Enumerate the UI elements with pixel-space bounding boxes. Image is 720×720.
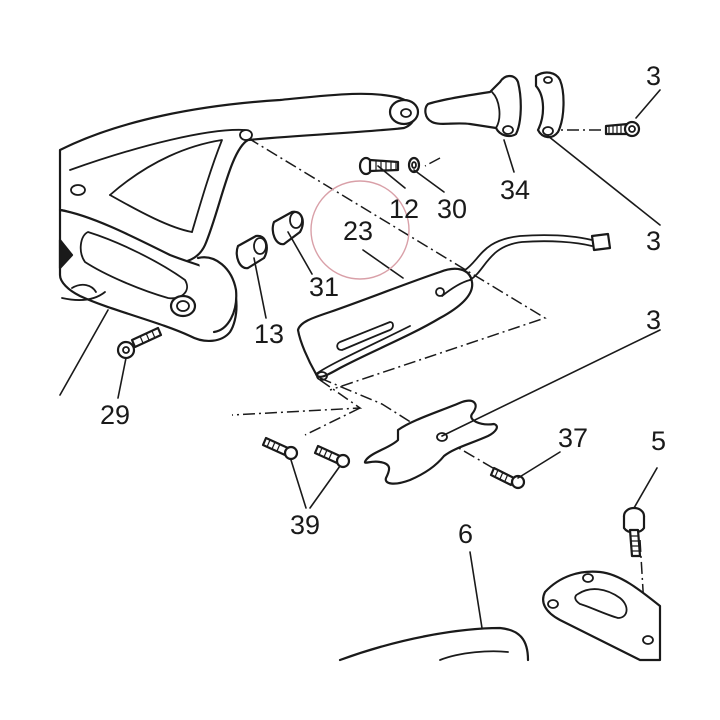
highlight-circle [310,180,410,280]
callout-3-top: 3 [646,61,661,91]
swingarm-frame [58,92,420,342]
screw-part-29 [116,326,163,360]
callout-6: 6 [458,519,473,549]
callout-3-low: 3 [646,305,661,335]
cover-part-6 [338,626,530,662]
callout-34: 34 [500,175,530,205]
screw-39-right [313,444,351,469]
spacer-part-13 [235,234,268,270]
callout-13: 13 [254,319,284,349]
callout-39: 39 [290,510,320,540]
screw-part-12 [358,156,400,176]
clamp-part-34 [424,71,565,139]
callout-3-mid: 3 [646,226,661,256]
callout-23: 23 [343,216,373,246]
screw-top-right [604,120,641,138]
callout-31: 31 [309,272,339,302]
screw-part-5 [622,506,646,558]
callout-5: 5 [651,426,666,456]
lower-right-bracket [542,570,662,662]
screw-part-37 [489,466,526,490]
plate-part-39-area [363,399,498,485]
spacer-part-31 [271,210,304,246]
callout-30: 30 [437,194,467,224]
washer-part-30 [407,156,421,174]
callout-37: 37 [558,423,588,453]
callout-12: 12 [389,194,419,224]
leader-lines [59,89,661,629]
callout-29: 29 [100,400,130,430]
screw-39-left [261,436,299,461]
bracket-part-23 [296,232,612,381]
callout-labels: 3 12 30 34 3 23 31 13 3 29 37 5 39 6 [100,61,666,549]
